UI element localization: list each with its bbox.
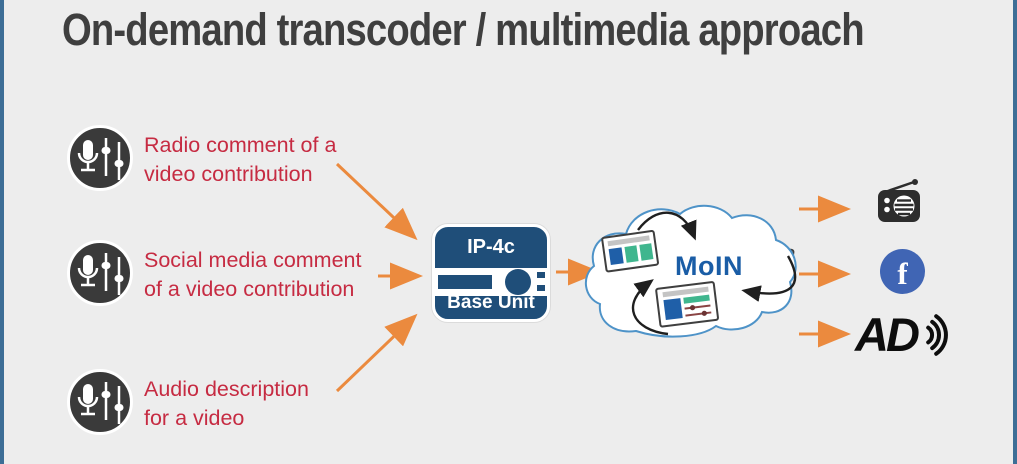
media-card-thumbnails xyxy=(601,230,659,273)
arrow-ingest-bottom xyxy=(631,279,669,336)
device-port xyxy=(537,285,545,291)
source-label-radio-comment: Radio comment of a video contribution xyxy=(144,131,404,189)
label-line: Social media comment xyxy=(144,248,362,272)
ad-text: AD xyxy=(855,308,920,361)
microphone-mixer-icon xyxy=(67,240,133,306)
label-line: Audio description xyxy=(144,377,309,401)
device-label: Base Unit xyxy=(447,292,535,313)
radio-icon xyxy=(878,179,920,222)
facebook-glyph: f xyxy=(897,256,908,291)
facebook-icon: f xyxy=(880,249,925,294)
arrow-ingest-top xyxy=(637,211,697,241)
cloud-label: MoIN xyxy=(675,251,743,281)
device-port xyxy=(537,272,545,278)
transcoder-device: IP-4c Base Unit xyxy=(432,224,550,322)
device-knob xyxy=(505,269,531,295)
media-card-settings xyxy=(655,281,719,328)
microphone-mixer-icon xyxy=(67,125,133,191)
label-line: video contribution xyxy=(144,162,313,186)
microphone-mixer-icon xyxy=(67,369,133,435)
label-line: of a video contribution xyxy=(144,277,355,301)
label-line: for a video xyxy=(144,406,245,430)
source-label-social-media: Social media comment of a video contribu… xyxy=(144,246,404,304)
label-line: Radio comment of a xyxy=(144,133,337,157)
ad-waves-icon xyxy=(926,314,948,356)
device-faceplate xyxy=(432,268,550,296)
audio-description-logo: AD xyxy=(855,311,953,359)
source-label-audio-description: Audio description for a video xyxy=(144,375,404,433)
device-model: IP-4c xyxy=(467,236,515,258)
device-slot xyxy=(438,275,492,289)
page-title: On-demand transcoder / multimedia approa… xyxy=(62,4,865,55)
